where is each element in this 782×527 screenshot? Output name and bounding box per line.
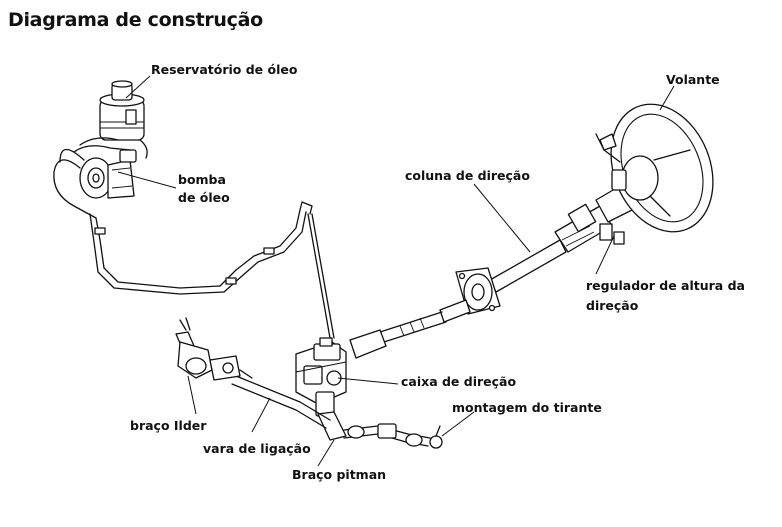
label-height-adjuster-line1: regulador de altura da [586, 278, 745, 293]
label-steering-wheel: Volante [666, 72, 720, 87]
steering-column [489, 185, 633, 293]
oil-pump [79, 149, 137, 199]
label-steering-column: coluna de direção [405, 168, 530, 183]
label-relay-rod: vara de ligação [203, 441, 311, 456]
label-tie-rod-assembly: montagem do tirante [452, 400, 602, 415]
label-steering-box: caixa de direção [401, 374, 517, 389]
label-oil-pump-line1: bomba [178, 172, 226, 187]
pressure-hoses [53, 137, 313, 295]
steering-linkage [231, 375, 443, 449]
label-pitman-arm: Braço pitman [292, 467, 387, 482]
steering-wheel [595, 103, 714, 233]
leader-lines [117, 75, 675, 467]
label-oil-pump-line2: de óleo [178, 190, 230, 205]
return-line [307, 213, 335, 339]
diagram-title: Diagrama de construção [8, 9, 263, 31]
oil-reservoir [99, 80, 148, 159]
idler-arm [175, 317, 253, 381]
column-flange [349, 267, 501, 359]
label-height-adjuster-line2: direção [586, 298, 639, 313]
label-idler-arm: braço Ilder [130, 418, 207, 433]
label-oil-reservoir: Reservatório de óleo [151, 62, 298, 77]
